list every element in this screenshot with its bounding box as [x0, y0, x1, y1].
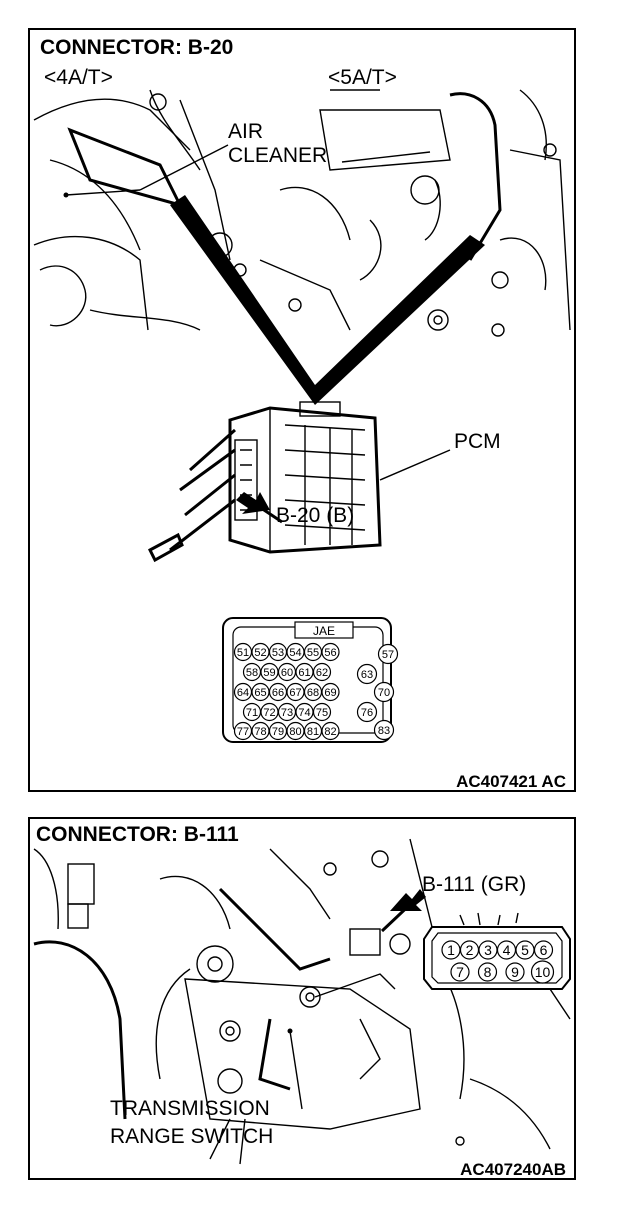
range-switch-leader: [289, 1030, 303, 1110]
pin-56: 56: [324, 647, 336, 659]
pin-56-circle: [321, 642, 340, 662]
b111-arrow-line: [380, 895, 420, 933]
transmission-sketch: [33, 838, 571, 1165]
pin-68: 68: [307, 687, 319, 699]
pin-82-circle: [321, 721, 340, 741]
pin-62: 62: [316, 667, 328, 679]
air-cleaner-label-line1: AIR: [228, 120, 263, 143]
pin-b111-9-circle: [505, 962, 525, 982]
pin-b111-7: 7: [456, 964, 464, 980]
pin-73: 73: [281, 707, 293, 719]
pin-b111-1: 1: [447, 942, 455, 958]
pin-77: 77: [237, 726, 249, 738]
pin-53: 53: [272, 647, 284, 659]
pin-80: 80: [289, 726, 301, 738]
range-switch-leader-dot: [287, 1028, 293, 1034]
air-cleaner-leader-left: [139, 144, 229, 191]
pin-78: 78: [254, 726, 266, 738]
b111-arrow-icon: [390, 889, 426, 911]
engine-bay-sketch: [33, 89, 571, 337]
pin-67: 67: [289, 687, 301, 699]
pin-52: 52: [254, 647, 266, 659]
pin-51: 51: [237, 647, 249, 659]
b20-connector-label: B-20 (B): [276, 504, 354, 527]
pin-83-circle: [373, 719, 395, 741]
pin-b111-8-circle: [477, 962, 498, 982]
air-cleaner-leader-tail: [65, 189, 141, 196]
pin-b111-3: 3: [484, 942, 492, 958]
pin-b111-6: 6: [540, 942, 548, 958]
pin-63: 63: [361, 669, 373, 681]
b20-arrow-line: [251, 500, 283, 524]
pin-60: 60: [281, 667, 293, 679]
pin-b111-5: 5: [521, 942, 529, 958]
pin-71: 71: [246, 707, 258, 719]
pin-65: 65: [254, 687, 266, 699]
pin-83: 83: [378, 725, 390, 737]
connector-b20-title: CONNECTOR: B-20: [40, 36, 233, 59]
pin-81: 81: [307, 726, 319, 738]
pin-b111-4: 4: [503, 942, 511, 958]
variant-4at-label: <4A/T>: [44, 66, 113, 89]
pin-b111-9: 9: [511, 964, 519, 980]
pin-b111-6-circle: [533, 940, 554, 960]
pin-61: 61: [298, 667, 310, 679]
range-switch-label-line1: TRANSMISSION: [110, 1097, 270, 1120]
pin-b111-10-circle: [530, 960, 555, 984]
pcm-leader-line: [379, 449, 451, 481]
pcm-unit-drawing: [148, 401, 382, 563]
pin-69-circle: [321, 682, 340, 702]
pin-66: 66: [272, 687, 284, 699]
pin-75: 75: [316, 707, 328, 719]
connector-b20-illustration: CONNECTOR: B-20 <4A/T> <5A/T> AIR CLEANE…: [33, 36, 571, 791]
pin-76: 76: [361, 707, 373, 719]
pin-70: 70: [378, 687, 390, 699]
air-cleaner-leader-right: [341, 151, 431, 163]
variant-5at-label: <5A/T>: [328, 66, 397, 89]
pin-82: 82: [324, 726, 336, 738]
figure-code-b20: AC407421 AC: [456, 772, 566, 791]
pcm-label: PCM: [454, 430, 501, 453]
pin-63-circle: [356, 663, 378, 685]
jae-type-label: JAE: [313, 624, 335, 638]
pin-b111-2: 2: [466, 942, 474, 958]
pin-b111-8: 8: [484, 964, 492, 980]
figure-code-b111: AC407240AB: [460, 1160, 566, 1179]
pin-57: 57: [382, 649, 394, 661]
pin-57-circle: [377, 643, 399, 665]
air-cleaner-label-line2: CLEANER: [228, 144, 327, 167]
pin-75-circle: [312, 702, 332, 722]
pin-74: 74: [298, 707, 310, 719]
connector-b111-illustration: CONNECTOR: B-111 B-111 (GR) TRANSMISSION…: [33, 823, 571, 1179]
pin-70-circle: [373, 681, 395, 703]
pin-69: 69: [324, 687, 336, 699]
pin-54: 54: [289, 647, 301, 659]
pin-58: 58: [246, 667, 258, 679]
pin-79: 79: [272, 726, 284, 738]
range-switch-label-line2: RANGE SWITCH: [110, 1125, 273, 1148]
pin-76-circle: [356, 701, 378, 723]
pin-62-circle: [312, 662, 332, 682]
leader-wedge: [170, 195, 485, 405]
pin-72: 72: [263, 707, 275, 719]
connector-b111-panel: CONNECTOR: B-111 B-111 (GR) TRANSMISSION…: [28, 817, 576, 1180]
pin-55: 55: [307, 647, 319, 659]
connector-b111-title: CONNECTOR: B-111: [36, 823, 239, 846]
b111-connector-label: B-111 (GR): [422, 873, 526, 896]
pin-b111-10: 10: [535, 964, 551, 980]
pin-59: 59: [263, 667, 275, 679]
pin-b111-7-circle: [450, 962, 470, 982]
pin-64: 64: [237, 687, 249, 699]
b20-pin-face: JAE 51 52 53 54 55 56 57 58 59 60 61 62 63 64 65 66 67 68…: [222, 617, 399, 743]
connector-b20-panel: CONNECTOR: B-20 <4A/T> <5A/T> AIR CLEANE…: [28, 28, 576, 792]
